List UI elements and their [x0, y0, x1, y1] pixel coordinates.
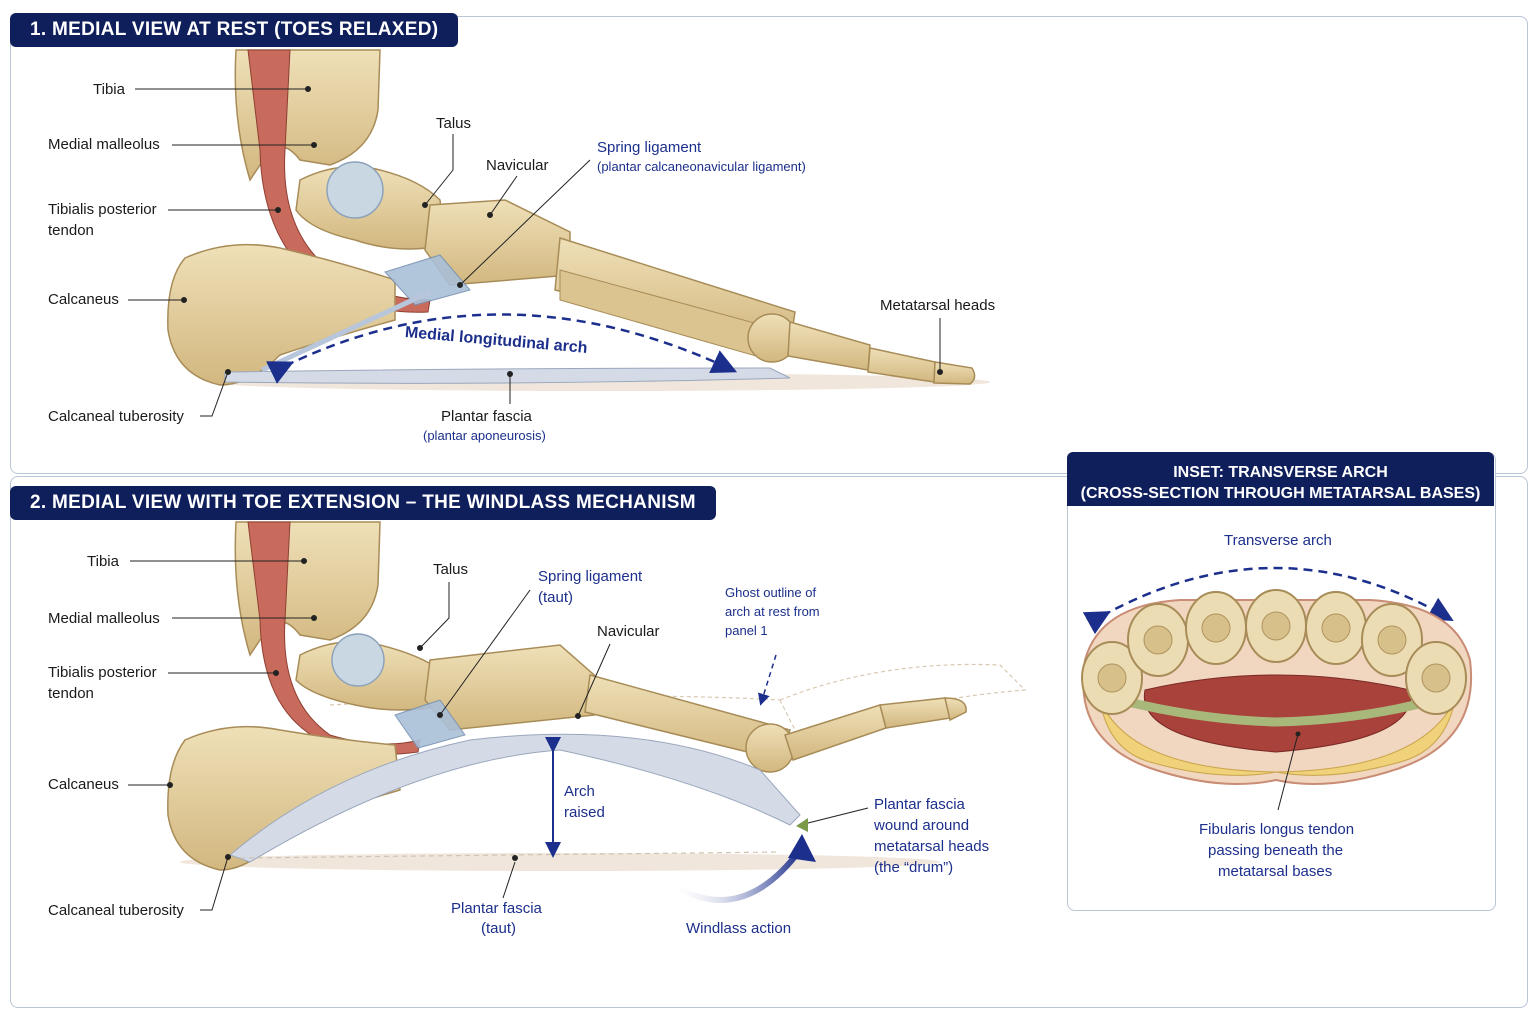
label-talus-2: Talus	[433, 561, 469, 578]
label-talus: Talus	[436, 115, 472, 132]
label-navicular-2: Navicular	[597, 623, 660, 640]
label-plantar-fascia-taut: (taut)	[481, 920, 517, 937]
label-calcaneal-tuberosity-2: Calcaneal tuberosity	[48, 902, 184, 919]
label-spring-ligament-2: Spring ligament	[538, 568, 643, 585]
label-plantar-fascia-sub: (plantar aponeurosis)	[423, 428, 546, 443]
label-drum-1: Plantar fascia	[874, 796, 965, 813]
label-plantar-fascia-2: Plantar fascia	[451, 900, 542, 917]
label-metatarsal-heads: Metatarsal heads	[880, 297, 996, 314]
label-drum-3: metatarsal heads	[874, 838, 990, 855]
label-fibularis-3: metatarsal bases	[1218, 863, 1333, 880]
label-tibia: Tibia	[93, 81, 125, 98]
panel2-title: 2. MEDIAL VIEW WITH TOE EXTENSION – THE …	[10, 486, 716, 520]
inset-title-line2: (CROSS-SECTION THROUGH METATARSAL BASES)	[1080, 485, 1481, 502]
label-spring-ligament-taut: (taut)	[538, 589, 574, 606]
label-windlass-action: Windlass action	[686, 920, 792, 937]
label-calcaneal-tuberosity: Calcaneal tuberosity	[48, 408, 184, 425]
label-arch-raised-2: raised	[564, 804, 605, 821]
label-tibialis-posterior-2: tendon	[48, 222, 94, 239]
panel2-foot	[167, 521, 1027, 903]
label-fibularis-1: Fibularis longus tendon	[1199, 821, 1355, 838]
label-transverse-arch: Transverse arch	[1224, 532, 1332, 549]
panel1-foot	[167, 49, 990, 391]
label-ghost-outline-2: arch at rest from	[725, 604, 820, 619]
label-arch-raised-1: Arch	[564, 783, 595, 800]
label-fibularis-2: passing beneath the	[1208, 842, 1344, 859]
arch-arrow-icon	[266, 313, 738, 384]
label-plantar-fascia: Plantar fascia	[441, 408, 532, 425]
label-tibia-2: Tibia	[87, 553, 119, 570]
inset-title-line1: INSET: TRANSVERSE ARCH	[1173, 464, 1388, 481]
label-calcaneus-2: Calcaneus	[48, 776, 119, 793]
windlass-arrow-icon	[666, 848, 803, 903]
double-arrow-icon	[1082, 566, 1454, 635]
label-navicular: Navicular	[486, 157, 549, 174]
panel1-leaders	[128, 86, 943, 417]
label-calcaneus: Calcaneus	[48, 291, 119, 308]
label-drum-4: (the “drum”)	[874, 859, 954, 876]
label-ghost-outline-1: Ghost outline of	[725, 585, 817, 600]
label-tibialis-posterior: Tibialis posterior	[48, 201, 157, 218]
label-tibialis-posterior-p2-2: tendon	[48, 685, 94, 702]
label-spring-ligament: Spring ligament	[597, 139, 702, 156]
panel2-leaders	[128, 558, 611, 911]
panel1-title: 1. MEDIAL VIEW AT REST (TOES RELAXED)	[10, 13, 459, 47]
label-medial-malleolus-2: Medial malleolus	[48, 610, 160, 627]
label-spring-ligament-sub: (plantar calcaneonavicular ligament)	[597, 159, 806, 174]
label-drum-2: wound around	[874, 817, 970, 834]
label-tibialis-posterior-p2: Tibialis posterior	[48, 664, 157, 681]
inset-title: INSET: TRANSVERSE ARCH (CROSS-SECTION TH…	[1067, 452, 1494, 506]
label-ghost-outline-3: panel 1	[725, 623, 768, 638]
label-medial-malleolus: Medial malleolus	[48, 136, 160, 153]
inset-cross-section	[1081, 566, 1473, 811]
